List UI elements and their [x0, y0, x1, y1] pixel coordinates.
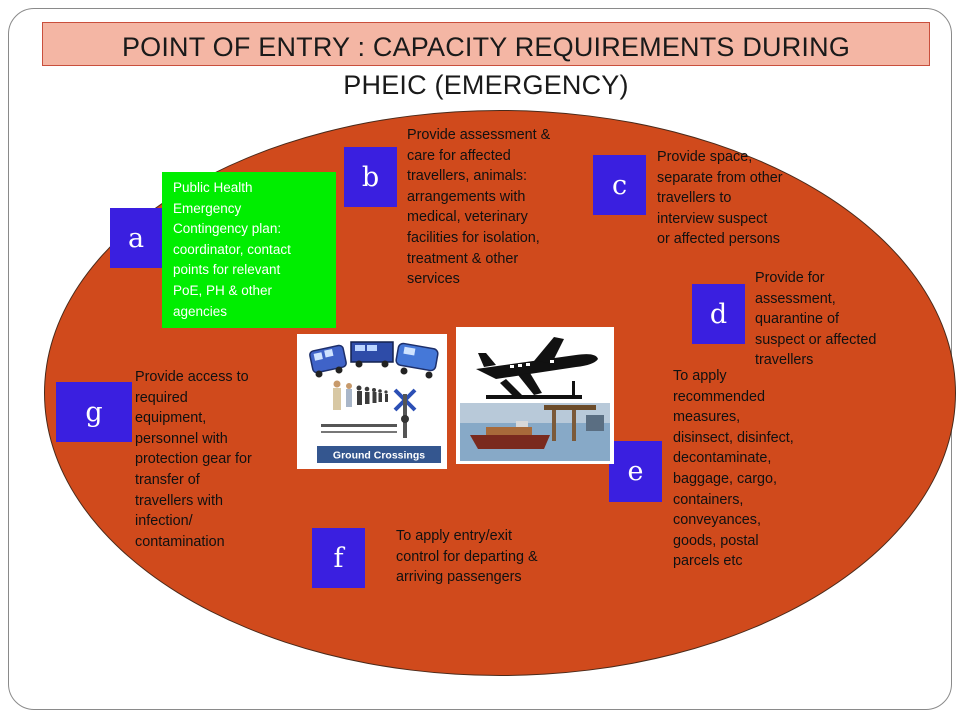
text-line: required: [135, 389, 188, 406]
airplane-icon: [476, 337, 598, 395]
text-line: quarantine of: [755, 311, 840, 328]
text-line: Contingency plan:: [173, 221, 282, 237]
text-line: services: [407, 271, 460, 288]
item-g-letter: g: [56, 382, 132, 442]
text-line: travellers with: [135, 492, 223, 509]
text-line: decontaminate,: [673, 450, 772, 467]
text-line: separate from other: [657, 169, 783, 186]
text-line: coordinator, contact: [173, 241, 291, 257]
text-line: infection/: [135, 513, 193, 530]
item-b-text: Provide assessment & care for affected tra…: [407, 125, 550, 290]
item-f-text: To apply entry/exit control for departing…: [396, 526, 538, 588]
text-line: Public Health: [173, 180, 253, 195]
bus-icon: [309, 344, 347, 378]
text-line: baggage, cargo,: [673, 470, 778, 487]
text-line: travellers: [755, 352, 814, 369]
text-line: control for departing &: [396, 548, 538, 565]
cargo-ship-icon: [470, 421, 550, 449]
text-line: PoE, PH & other: [173, 282, 273, 298]
text-line: disinsect, disinfect,: [673, 429, 794, 446]
text-line: Provide for: [755, 270, 825, 286]
text-line: containers,: [673, 491, 744, 508]
text-line: measures,: [673, 409, 741, 426]
air-sea-image: [456, 327, 614, 464]
slide-title: POINT OF ENTRY : CAPACITY REQUIREMENTS D…: [42, 28, 930, 104]
item-d-text: Provide for assessment, quarantine of suspe…: [755, 268, 876, 371]
text-line: Provide assessment &: [407, 127, 551, 143]
text-line: Provide space,: [657, 149, 753, 165]
van-icon: [395, 342, 439, 379]
boarding-stairs-icon: [486, 379, 582, 399]
text-line: conveyances,: [673, 512, 761, 529]
text-line: suspect or affected: [755, 331, 877, 348]
text-line: To apply entry/exit: [396, 528, 512, 544]
text-line: transfer of: [135, 471, 200, 488]
text-line: agencies: [173, 303, 228, 319]
text-line: protection gear for: [135, 451, 252, 468]
title-line-1: POINT OF ENTRY : CAPACITY REQUIREMENTS D…: [121, 32, 851, 62]
ground-crossings-clipart: Ground Crossings: [309, 341, 441, 463]
rail-track-icon: [321, 424, 397, 433]
ground-crossings-label: Ground Crossings: [333, 450, 425, 462]
container-crane-icon: [544, 405, 604, 441]
text-line: arriving passengers: [396, 569, 522, 586]
travellers-icon: [333, 380, 388, 410]
text-line: medical, veterinary: [407, 209, 528, 226]
item-a-letter: a: [110, 208, 162, 268]
item-c-letter: c: [593, 155, 646, 215]
item-b-letter: b: [344, 147, 397, 207]
text-line: recommended: [673, 388, 765, 405]
item-e-text: To apply recommended measures, disinsect, d…: [673, 366, 794, 572]
text-line: parcels etc: [673, 553, 743, 570]
item-c-text: Provide space, separate from other travell…: [657, 147, 783, 250]
item-d-letter: d: [692, 284, 745, 344]
text-line: facilities for isolation,: [407, 229, 540, 246]
text-line: care for affected: [407, 147, 511, 164]
air-sea-clipart: [460, 337, 610, 461]
item-g-text: Provide access to required equipment, perso…: [135, 367, 252, 552]
text-line: treatment & other: [407, 250, 519, 267]
text-line: interview suspect: [657, 210, 768, 227]
text-line: or affected persons: [657, 231, 780, 248]
ground-crossings-image: Ground Crossings: [297, 334, 447, 469]
text-line: equipment,: [135, 410, 207, 427]
title-banner: [42, 22, 930, 66]
text-line: To apply: [673, 368, 727, 384]
text-line: points for relevant: [173, 262, 281, 278]
truck-icon: [350, 341, 394, 368]
text-line: personnel with: [135, 430, 228, 447]
text-line: Provide access to: [135, 369, 249, 385]
title-line-2: PHEIC (EMERGENCY): [343, 70, 629, 100]
text-line: contamination: [135, 533, 225, 550]
text-line: travellers, animals:: [407, 168, 527, 185]
text-line: assessment,: [755, 290, 836, 307]
text-line: travellers to: [657, 190, 732, 207]
item-e-letter: e: [609, 441, 662, 502]
text-line: arrangements with: [407, 188, 526, 205]
text-line: goods, postal: [673, 532, 759, 549]
item-f-letter: f: [312, 528, 365, 588]
text-line: Emergency: [173, 200, 242, 216]
railroad-crossing-icon: [393, 388, 417, 438]
ground-crossings-banner: [317, 446, 441, 463]
